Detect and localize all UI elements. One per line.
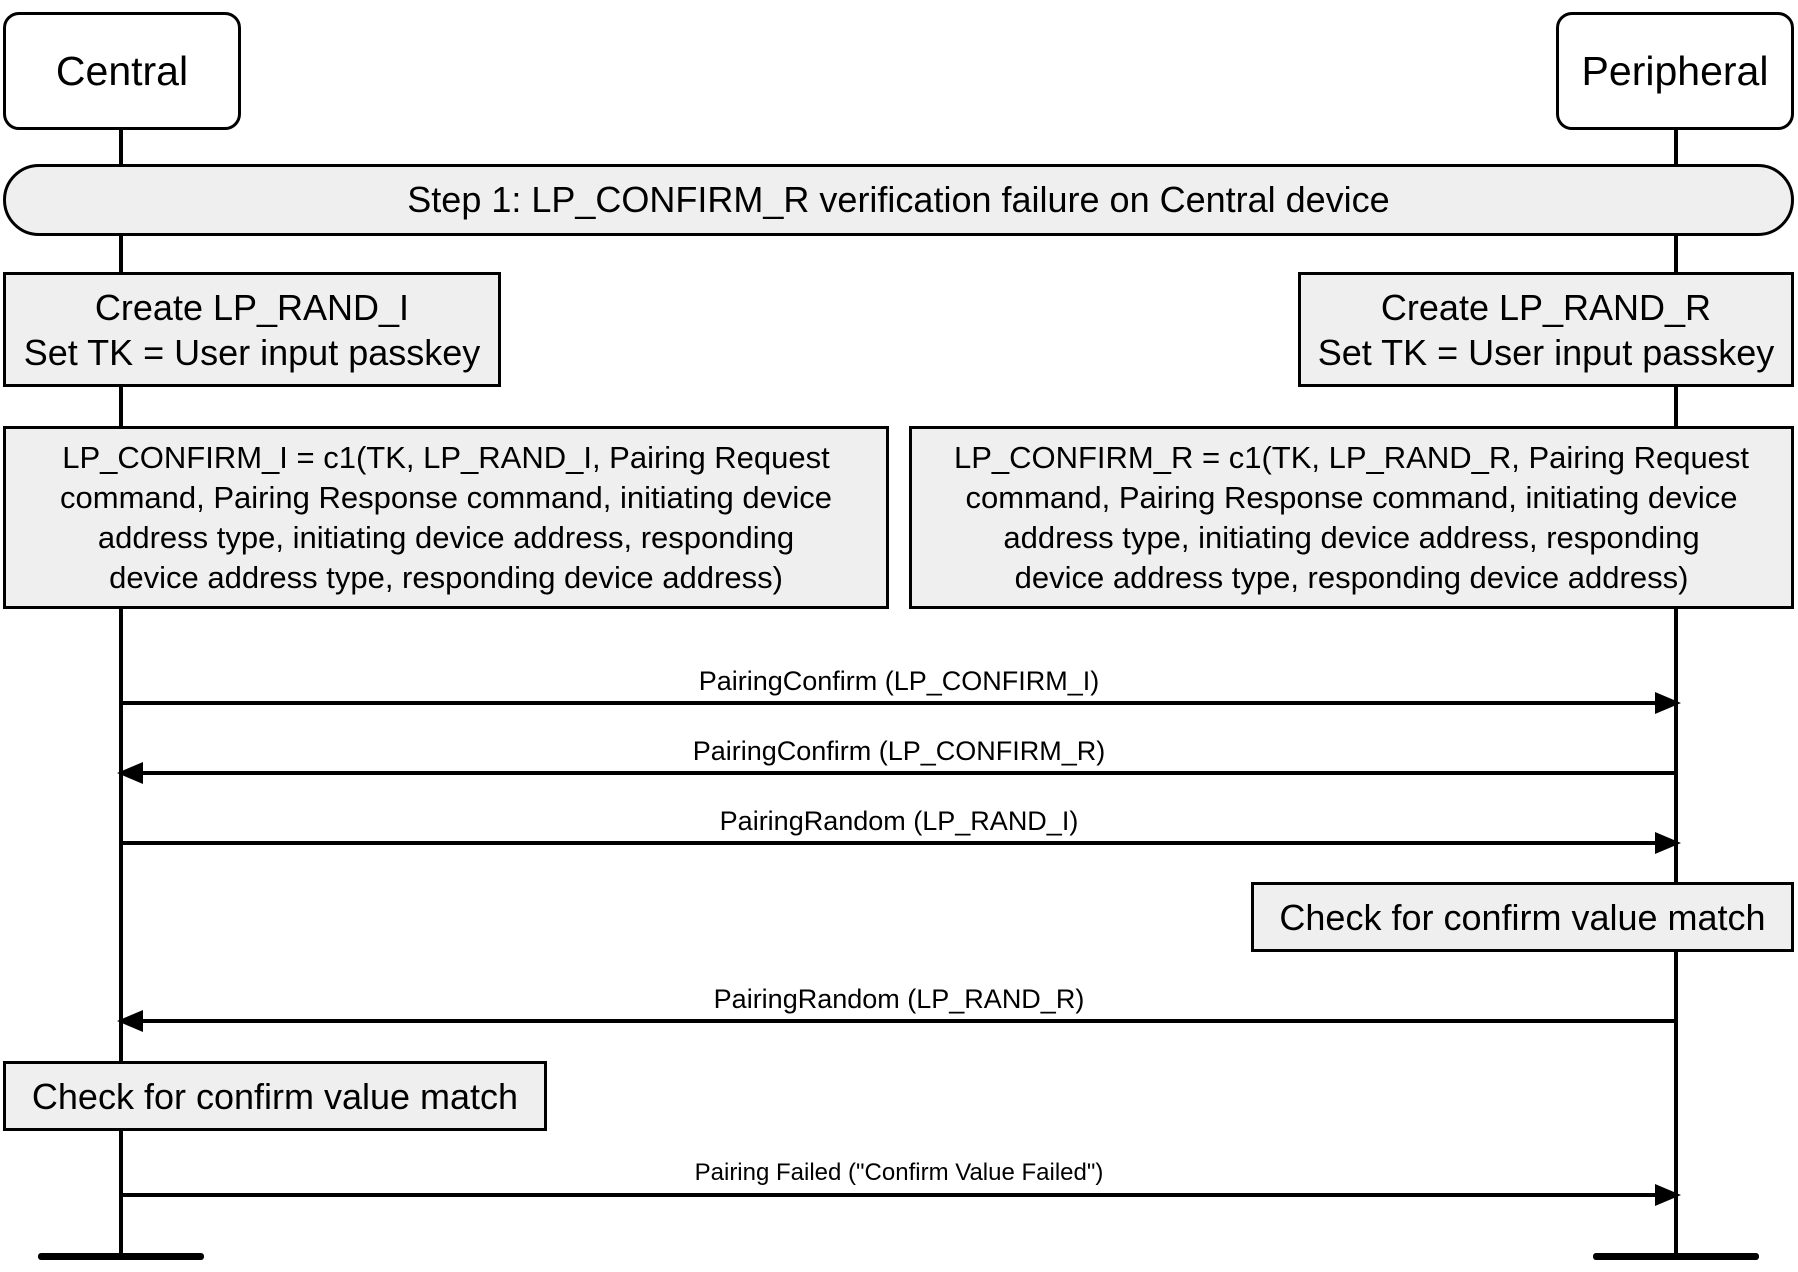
message-pairing-random-r: PairingRandom (LP_RAND_R) (117, 984, 1678, 1032)
step-banner: Step 1: LP_CONFIRM_R verification failur… (3, 164, 1794, 236)
message-pairing-confirm-i: PairingConfirm (LP_CONFIRM_I) (120, 666, 1681, 714)
message-line (120, 1193, 1678, 1197)
message-label: PairingConfirm (LP_CONFIRM_I) (698, 666, 1100, 696)
message-line (120, 701, 1678, 705)
arrow-left-icon (117, 762, 143, 784)
peripheral-create-note: Create LP_RAND_R Set TK = User input pas… (1298, 272, 1794, 387)
message-label: Pairing Failed ("Confirm Value Failed") (694, 1159, 1104, 1186)
peripheral-confirm-line-4: device address type, responding device a… (1014, 559, 1689, 595)
message-pairing-failed: Pairing Failed ("Confirm Value Failed") (120, 1158, 1681, 1206)
message-label: PairingConfirm (LP_CONFIRM_R) (692, 736, 1106, 766)
peripheral-lifeline-end (1593, 1253, 1759, 1260)
arrow-right-icon (1655, 692, 1681, 714)
central-lifeline (119, 128, 123, 1260)
central-confirm-note: LP_CONFIRM_I = c1(TK, LP_RAND_I, Pairing… (3, 426, 889, 609)
message-line (120, 1019, 1678, 1023)
central-confirm-line-1: LP_CONFIRM_I = c1(TK, LP_RAND_I, Pairing… (62, 439, 830, 475)
message-line (120, 771, 1678, 775)
central-confirm-line-3: address type, initiating device address,… (97, 519, 795, 555)
arrow-left-icon (117, 1010, 143, 1032)
central-actor: Central (3, 12, 241, 130)
peripheral-confirm-line-2: command, Pairing Response command, initi… (965, 479, 1738, 515)
central-check-note: Check for confirm value match (3, 1061, 547, 1131)
central-create-note: Create LP_RAND_I Set TK = User input pas… (3, 272, 501, 387)
central-create-line-2: Set TK = User input passkey (23, 331, 481, 373)
peripheral-actor: Peripheral (1556, 12, 1794, 130)
message-line (120, 841, 1678, 845)
peripheral-confirm-line-3: address type, initiating device address,… (1003, 519, 1700, 555)
central-create-line-1: Create LP_RAND_I (94, 286, 410, 328)
message-pairing-random-i: PairingRandom (LP_RAND_I) (120, 806, 1681, 854)
message-label: PairingRandom (LP_RAND_R) (713, 984, 1085, 1014)
peripheral-confirm-line-1: LP_CONFIRM_R = c1(TK, LP_RAND_R, Pairing… (953, 439, 1750, 475)
peripheral-create-line-1: Create LP_RAND_R (1380, 286, 1712, 328)
message-label: PairingRandom (LP_RAND_I) (719, 806, 1079, 836)
arrow-right-icon (1655, 1184, 1681, 1206)
peripheral-confirm-note: LP_CONFIRM_R = c1(TK, LP_RAND_R, Pairing… (909, 426, 1794, 609)
message-pairing-confirm-r: PairingConfirm (LP_CONFIRM_R) (117, 736, 1678, 784)
central-confirm-line-2: command, Pairing Response command, initi… (60, 479, 832, 515)
peripheral-check-note: Check for confirm value match (1251, 882, 1794, 952)
central-confirm-line-4: device address type, responding device a… (109, 559, 783, 595)
central-lifeline-end (38, 1253, 204, 1260)
arrow-right-icon (1655, 832, 1681, 854)
peripheral-create-line-2: Set TK = User input passkey (1317, 331, 1775, 373)
